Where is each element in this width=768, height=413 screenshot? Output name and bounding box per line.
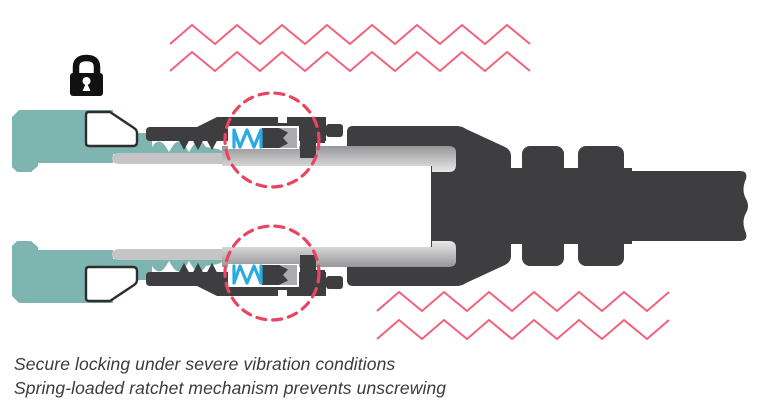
keyway-outline <box>84 110 139 148</box>
backshell-ridge-2 <box>578 146 624 266</box>
caption-line-2: Spring-loaded ratchet mechanism prevents… <box>14 378 447 398</box>
coupling-nut-teeth <box>170 130 219 150</box>
vibration-waves-top <box>169 23 531 73</box>
vibration-waves-bottom <box>376 290 670 341</box>
connector-top-half <box>12 110 456 172</box>
caption: Secure locking under severe vibration co… <box>14 352 446 400</box>
padlock-icon <box>70 54 103 96</box>
caption-line-1: Secure locking under severe vibration co… <box>14 354 396 374</box>
padlock-keyhole-stem <box>82 82 91 91</box>
ratchet-highlight-circle-bottom <box>223 224 321 322</box>
spring-icon <box>232 128 263 149</box>
padlock-keyhole <box>82 77 91 85</box>
ratchet-highlight-circle-top <box>223 91 321 189</box>
pocket-keeper <box>300 127 316 158</box>
padlock-shackle <box>72 54 101 75</box>
ratchet-pawl <box>262 128 288 148</box>
backshell-ridge-1 <box>522 146 564 266</box>
coupling-nut-cap <box>326 124 343 137</box>
socket-contact <box>112 153 238 164</box>
plug-barrel <box>222 146 456 172</box>
cable <box>618 171 748 241</box>
plug-cavity <box>345 164 431 248</box>
